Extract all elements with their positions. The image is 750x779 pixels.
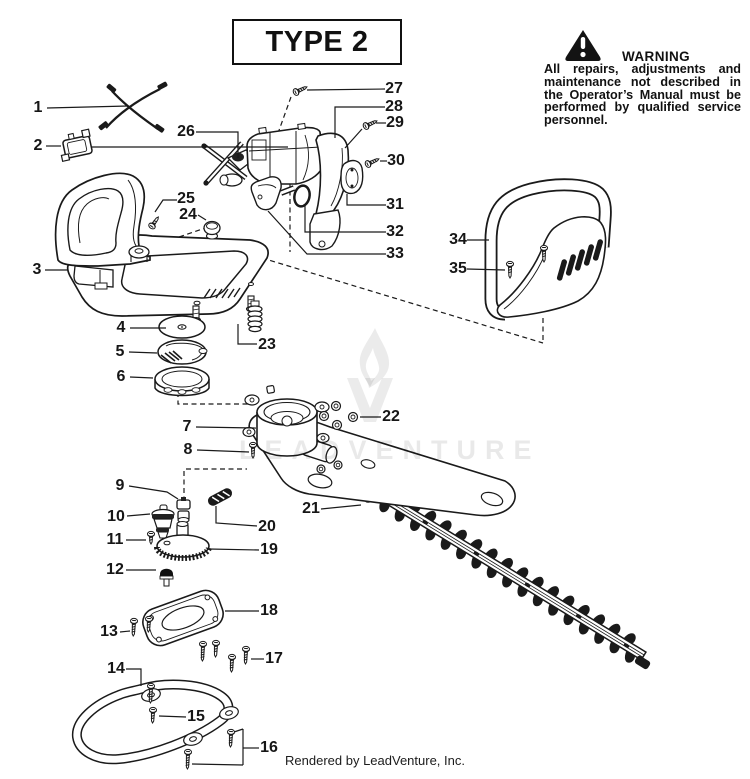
warning-text: All repairs, adjustments and maintenance…	[544, 62, 741, 128]
screw-glyph	[364, 158, 380, 168]
part-drawing-cam-5	[157, 339, 208, 365]
part-label-20: 20	[258, 518, 276, 535]
part-drawing-throttle-housing	[201, 122, 364, 251]
part-label-1: 1	[33, 99, 43, 116]
type-title-box: TYPE 2	[232, 19, 402, 65]
screw-glyph	[130, 617, 138, 638]
part-label-3: 3	[32, 261, 42, 278]
screw-glyph	[145, 615, 153, 634]
grip-tread	[203, 287, 241, 299]
part-label-5: 5	[115, 343, 125, 360]
screw-glyph	[199, 640, 207, 663]
screws-layer	[130, 86, 548, 771]
part-label-30: 30	[387, 152, 405, 169]
part-label-14: 14	[107, 660, 125, 677]
part-label-16: 16	[260, 739, 278, 756]
part-drawing-switch-2	[60, 128, 93, 163]
nuts-22	[316, 400, 359, 474]
screw-glyph	[147, 682, 155, 705]
callout-leader-lines	[45, 88, 506, 766]
screw-glyph	[249, 441, 257, 460]
warning-triangle-icon	[565, 30, 601, 61]
screw-glyph	[212, 639, 220, 659]
part-drawing-capnut-12	[159, 568, 174, 587]
screw-glyph	[149, 706, 157, 725]
part-drawing-disc-4	[158, 315, 206, 339]
assembly-dashed-lines	[152, 96, 544, 497]
part-label-2: 2	[33, 137, 43, 154]
part-drawing-rear-handle-34	[484, 178, 612, 321]
part-drawing-cup-6	[154, 366, 210, 397]
part-label-33: 33	[386, 245, 404, 262]
part-label-6: 6	[116, 368, 126, 385]
part-drawing-front-handle-3	[54, 172, 269, 324]
part-label-4: 4	[116, 319, 126, 336]
screw-glyph	[147, 530, 155, 546]
part-drawing-wire-1	[98, 81, 168, 133]
screw-glyph	[148, 216, 159, 230]
screw-glyph	[184, 748, 192, 771]
part-label-9: 9	[115, 477, 125, 494]
grip-panel	[496, 216, 607, 318]
warning-heading: WARNING	[622, 49, 691, 64]
part-label-26: 26	[177, 123, 195, 140]
aux-lines	[92, 128, 363, 149]
part-drawing-pin-20	[207, 488, 233, 506]
o-ring-32	[293, 184, 311, 208]
part-label-24: 24	[179, 206, 197, 223]
screw-glyph	[227, 728, 235, 749]
warning-block: WARNING All repairs, adjustments and mai…	[544, 28, 741, 127]
part-drawing-spring-23	[247, 300, 263, 333]
part-label-11: 11	[106, 531, 124, 548]
part-label-34: 34	[449, 231, 467, 248]
part-label-15: 15	[187, 708, 205, 725]
blade-tip-foot	[634, 655, 651, 670]
part-label-10: 10	[107, 508, 125, 525]
screw-glyph	[228, 653, 236, 674]
part-label-17: 17	[265, 650, 283, 667]
page-title: TYPE 2	[265, 25, 369, 58]
part-label-22: 22	[382, 408, 400, 425]
part-label-25: 25	[177, 190, 195, 207]
gearbox-mount-ears	[242, 394, 330, 444]
part-label-35: 35	[449, 260, 467, 277]
rendered-by-credit: Rendered by LeadVenture, Inc.	[285, 753, 465, 768]
part-label-29: 29	[386, 114, 404, 131]
part-drawing-piece-9	[176, 497, 191, 524]
part-label-7: 7	[182, 418, 192, 435]
bracket-31	[340, 159, 364, 195]
part-drawing-clutch-10	[151, 504, 175, 539]
screw-glyph	[242, 645, 250, 666]
guard-mount-ears	[141, 688, 239, 746]
part-drawing-gear-19	[154, 520, 212, 561]
part-label-31: 31	[386, 196, 404, 213]
part-label-23: 23	[258, 336, 276, 353]
part-label-18: 18	[260, 602, 278, 619]
knob-24	[203, 220, 221, 240]
part-label-28: 28	[385, 98, 403, 115]
part-label-19: 19	[260, 541, 278, 558]
part-label-12: 12	[106, 561, 124, 578]
trigger-33	[250, 176, 282, 211]
part-label-13: 13	[100, 623, 118, 640]
screw-glyph	[362, 120, 378, 130]
part-label-27: 27	[385, 80, 403, 97]
screw-glyph	[506, 260, 514, 280]
screw-glyph	[540, 244, 548, 264]
part-drawing-gearbox-plate-7-8	[242, 384, 516, 517]
grip-vents	[556, 239, 603, 281]
part-label-32: 32	[386, 223, 404, 240]
part-label-21: 21	[302, 500, 320, 517]
screw-glyph	[292, 86, 308, 96]
part-drawing-cover-plate-18	[142, 589, 224, 647]
part-label-8: 8	[183, 441, 193, 458]
part-drawing-guard-14	[71, 679, 239, 765]
